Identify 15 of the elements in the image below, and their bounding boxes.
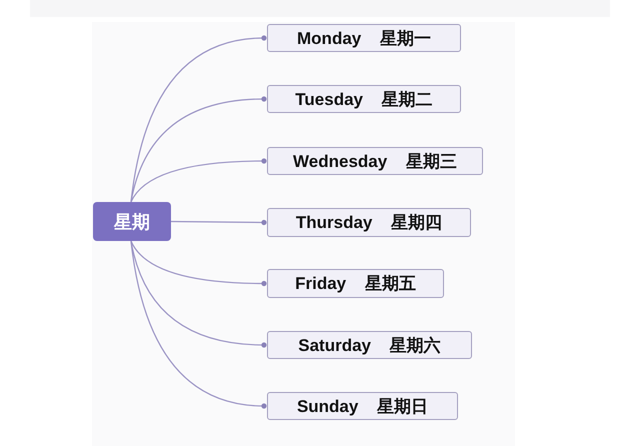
connector-line xyxy=(130,158,267,202)
connector-line xyxy=(130,240,267,409)
connector-line xyxy=(130,240,267,348)
connector-line xyxy=(171,220,267,226)
connector-line xyxy=(130,96,267,202)
subtopic-box: Wednesday 星期三 xyxy=(267,147,483,175)
connector-line xyxy=(130,240,267,286)
subtopic-box: Tuesday 星期二 xyxy=(267,85,461,113)
subtopic-box: Saturday 星期六 xyxy=(267,331,472,359)
subtopic-box: Sunday 星期日 xyxy=(267,392,458,420)
topic-box: 星期 xyxy=(93,202,171,241)
connector-line xyxy=(130,35,267,202)
subtopic-box: Thursday 星期四 xyxy=(267,208,471,237)
subtopic-box: Monday 星期一 xyxy=(267,24,461,52)
subtopic-box: Friday 星期五 xyxy=(267,269,444,298)
